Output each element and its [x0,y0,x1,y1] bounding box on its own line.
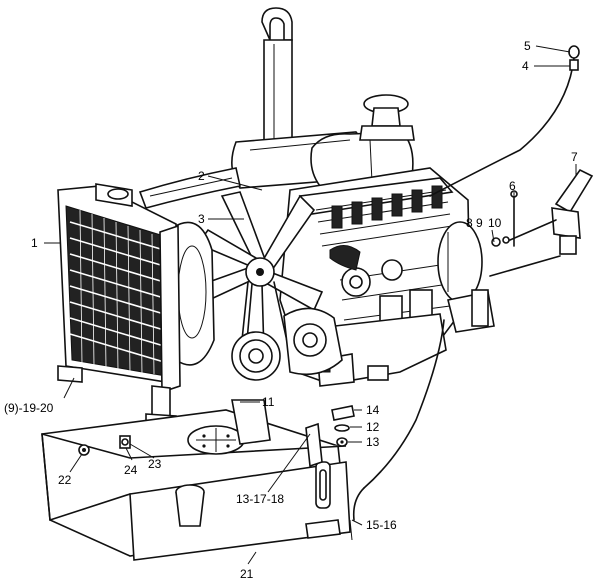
exhaust-pipe [261,7,293,151]
crank-pulley [231,331,281,381]
callout-4: 4 [522,59,529,73]
callout-8: 8 [466,216,473,230]
callout-6: 6 [509,179,516,193]
throttle-cable [429,45,580,197]
callout-9-19-20: (9)-19-20 [4,401,54,415]
callout-10: 10 [488,216,502,230]
callout-13: 13 [366,435,380,449]
fan-shroud [171,221,215,366]
callout-24: 24 [124,463,138,477]
rear-engine-mount [447,289,495,333]
callout-23: 23 [148,457,162,471]
callout-9: 9 [476,216,483,230]
injector-row [331,185,443,229]
callout-1: 1 [31,236,38,250]
callout-12: 12 [366,420,380,434]
throttle-lever [489,168,594,277]
cooling-fan [191,191,324,355]
callout-14: 14 [366,403,380,417]
callout-labels: 1 2 3 4 5 6 7 8 9 10 11 12 13 14 (9)-19-… [4,39,578,581]
radiator-core [65,205,167,377]
callout-13-17-18: 13-17-18 [236,492,284,506]
callout-11: 11 [262,395,275,409]
callout-5: 5 [524,39,531,53]
callout-7: 7 [571,150,578,164]
callout-22: 22 [58,473,72,487]
air-cleaner-cap [359,94,415,141]
mount-fasteners [331,405,355,447]
leader-lines [44,45,577,565]
radiator [57,183,181,394]
callout-3: 3 [198,212,205,226]
fuel-tank [41,399,351,561]
callout-2: 2 [198,169,205,183]
fuel-lines [349,319,445,541]
timing-cover [283,307,343,376]
muffler [231,131,414,189]
tank-fittings [78,422,323,468]
callout-21: 21 [240,567,254,581]
callout-15-16: 15-16 [366,518,397,532]
